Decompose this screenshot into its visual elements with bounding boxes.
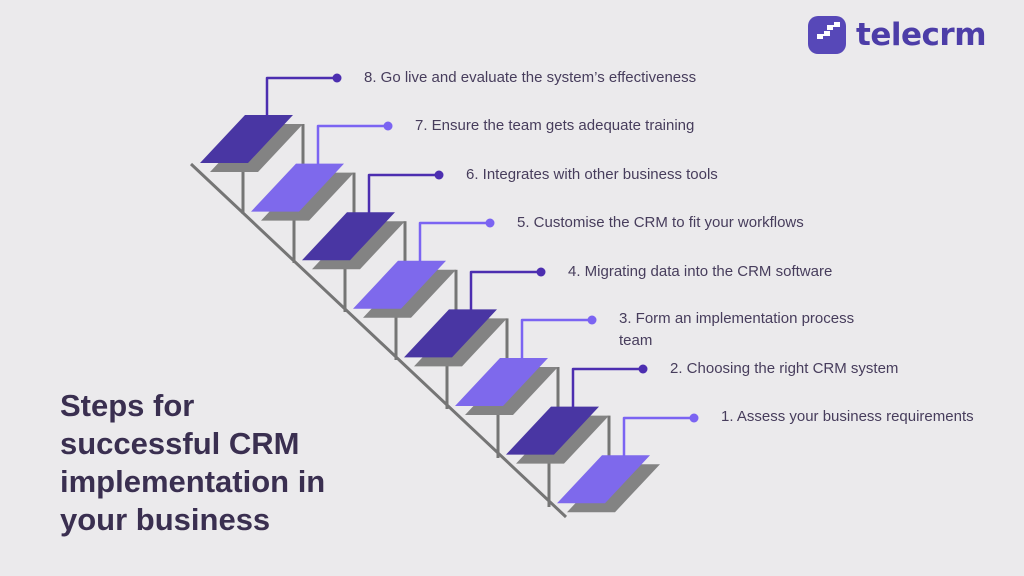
step-5-label: 5. Customise the CRM to fit your workflo… xyxy=(517,214,804,231)
step-2-connector xyxy=(571,367,643,407)
step-3-label: 3. Form an implementation process team xyxy=(619,310,855,349)
step-8-connector xyxy=(265,76,337,116)
step-7-dot xyxy=(383,121,393,131)
telecrm-logo: telecrm xyxy=(808,16,986,54)
step-7-label: 7. Ensure the team gets adequate trainin… xyxy=(415,117,695,134)
step-3-tread xyxy=(455,358,558,415)
stairs-arrow-icon xyxy=(808,16,847,54)
step-1-label: 1. Assess your business requirements xyxy=(721,408,974,425)
step-6-connector xyxy=(367,173,439,213)
step-4-connector xyxy=(469,270,541,310)
step-7-tread xyxy=(251,163,354,221)
step-7-connector xyxy=(316,124,388,165)
step-6-tread xyxy=(302,212,405,270)
step-3-dot xyxy=(587,315,597,325)
step-1-tread xyxy=(557,455,660,513)
step-5-connector xyxy=(418,221,490,262)
step-4-label: 4. Migrating data into the CRM software xyxy=(568,263,833,280)
step-2-dot xyxy=(638,364,648,374)
stair-stringer xyxy=(189,162,568,519)
step-6-label: 6. Integrates with other business tools xyxy=(466,166,718,183)
step-5-dot xyxy=(485,218,495,228)
step-4-tread xyxy=(404,309,507,367)
step-8-label: 8. Go live and evaluate the system’s eff… xyxy=(364,69,697,86)
step-8-tread xyxy=(200,115,303,172)
logo-wordmark: telecrm xyxy=(856,17,986,53)
step-1-dot xyxy=(689,413,699,423)
page-title: Steps for successful CRM implementation … xyxy=(60,387,326,537)
step-4-dot xyxy=(536,267,546,277)
step-6-dot xyxy=(434,170,444,180)
step-2-tread xyxy=(506,406,609,464)
step-3-connector xyxy=(520,318,592,359)
step-1-connector xyxy=(622,416,694,456)
step-2-label: 2. Choosing the right CRM system xyxy=(670,360,899,377)
step-5-tread xyxy=(353,260,456,318)
step-8-dot xyxy=(332,73,342,83)
step-connectors xyxy=(265,73,699,456)
